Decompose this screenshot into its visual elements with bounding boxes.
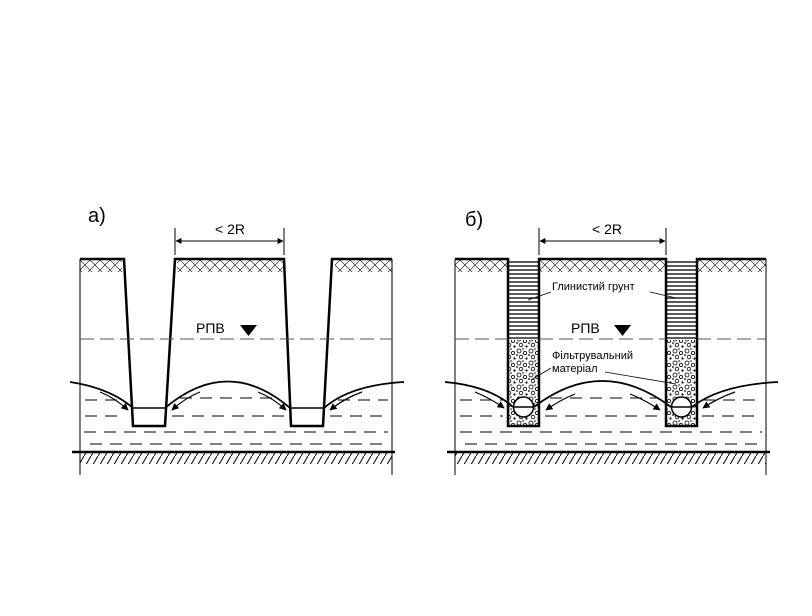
dimension-label: < 2R bbox=[592, 221, 622, 237]
section-boundaries bbox=[79, 259, 393, 475]
section-boundaries bbox=[454, 259, 767, 475]
filter-label-bg bbox=[550, 348, 648, 376]
clay-label-leaders bbox=[527, 291, 677, 301]
panel-a-label: а) bbox=[88, 205, 106, 227]
groundwater-dashes bbox=[460, 397, 762, 445]
water-level-label: РПВ bbox=[571, 320, 600, 336]
flow-arrows bbox=[474, 391, 736, 411]
drain-pipes bbox=[512, 396, 693, 418]
ground-surface-trenches bbox=[80, 257, 392, 428]
ground-surface-trenches bbox=[455, 257, 766, 428]
dimension-line bbox=[174, 228, 285, 255]
impermeable-base-hatch bbox=[455, 453, 766, 464]
impermeable-base-hatch bbox=[80, 453, 392, 464]
depression-curve bbox=[444, 380, 779, 408]
water-level-triangle bbox=[240, 325, 257, 336]
filter-label-leaders bbox=[530, 367, 677, 385]
clay-label-bg bbox=[550, 279, 652, 294]
panel-b: б) bbox=[444, 209, 779, 475]
filter-label-line2: матеріал bbox=[552, 363, 598, 375]
flow-arrows bbox=[99, 391, 363, 411]
clay-label: Глинистий грунт bbox=[552, 281, 635, 293]
panel-a: а) bbox=[69, 205, 405, 475]
water-level-triangle bbox=[614, 325, 631, 336]
topsoil-hatch bbox=[80, 260, 392, 272]
clay-backfill bbox=[508, 260, 697, 340]
groundwater-dashes bbox=[84, 397, 388, 445]
filter-label-line1: Фільтрувальний bbox=[552, 350, 633, 362]
dimension-label: < 2R bbox=[215, 221, 245, 237]
dimension-line bbox=[538, 228, 667, 255]
panel-b-label: б) bbox=[465, 209, 483, 231]
water-level-label: РПВ bbox=[196, 320, 225, 336]
topsoil-hatch bbox=[455, 260, 766, 272]
